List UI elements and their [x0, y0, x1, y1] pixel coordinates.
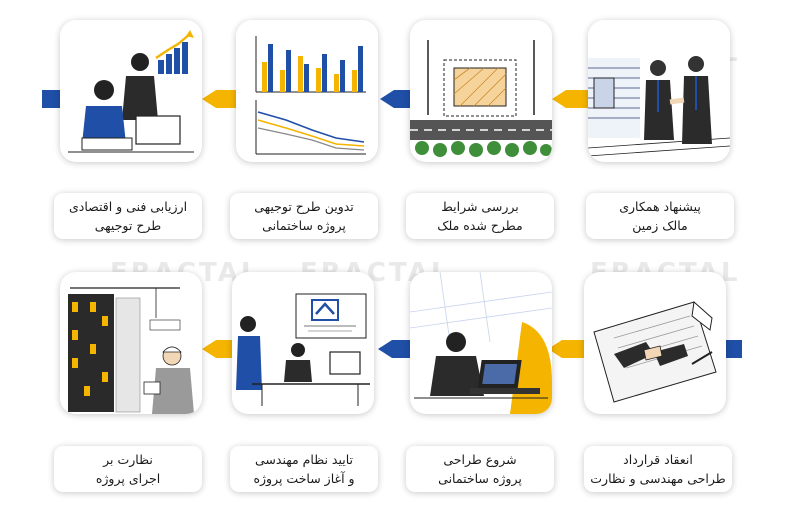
- chart-icon: [255, 36, 366, 155]
- laptop-icon: [410, 272, 552, 414]
- step-1-illustration: [588, 20, 730, 162]
- step-3-subtitle: پروژه ساختمانی: [262, 218, 346, 233]
- connector-arrow-3-4: [202, 90, 242, 108]
- connector-arrow-6-7: [378, 340, 418, 358]
- step-6-illustration: [410, 272, 552, 414]
- step-8-label: نظارت بر اجرای پروژه: [54, 446, 202, 492]
- handshake-icon: [588, 56, 730, 157]
- step-5-subtitle: طراحی مهندسی و نظارت: [590, 471, 726, 486]
- step-6-subtitle: پروژه ساختمانی: [438, 471, 522, 486]
- step-7-title: تایید نظام مهندسی: [255, 452, 354, 467]
- step-5-label: انعقاد قرارداد طراحی مهندسی و نظارت: [584, 446, 732, 492]
- step-3-illustration: [236, 20, 378, 162]
- step-3-title: تدوین طرح توجیهی: [254, 199, 354, 214]
- step-2-title: بررسی شرایط: [441, 199, 519, 214]
- step-6-label: شروع طراحی پروژه ساختمانی: [406, 446, 554, 492]
- step-5-title: انعقاد قرارداد: [623, 452, 693, 467]
- connector-arrow-1-2: [552, 90, 592, 108]
- step-3-label: تدوین طرح توجیهی پروژه ساختمانی: [230, 193, 378, 239]
- site-plan-icon: [410, 40, 552, 157]
- connector-arrow-5-6: [548, 340, 588, 358]
- step-8-subtitle: اجرای پروژه: [95, 471, 161, 486]
- step-2-illustration: [410, 20, 552, 162]
- step-4-illustration: [60, 20, 202, 162]
- construction-icon: [68, 287, 194, 414]
- step-5-illustration: [584, 272, 726, 414]
- step-7-label: تایید نظام مهندسی و آغاز ساخت پروژه: [230, 446, 378, 492]
- step-1-subtitle: مالک زمین: [632, 218, 688, 233]
- office-icon: [236, 293, 370, 406]
- step-7-subtitle: و آغاز ساخت پروژه: [253, 471, 355, 486]
- step-7-illustration: [232, 272, 374, 414]
- step-2-label: بررسی شرایط مطرح شده ملک: [406, 193, 554, 239]
- step-2-subtitle: مطرح شده ملک: [437, 218, 523, 233]
- step-6-title: شروع طراحی: [443, 452, 517, 467]
- step-4-subtitle: طرح توجیهی: [94, 218, 162, 233]
- step-8-illustration: [60, 272, 202, 414]
- step-1-label: پیشنهاد همکاری مالک زمین: [586, 193, 734, 239]
- step-1-title: پیشنهاد همکاری: [619, 199, 701, 214]
- contract-icon: [593, 301, 717, 403]
- step-4-label: ارزیابی فنی و اقتصادی طرح توجیهی: [54, 193, 202, 239]
- analysis-icon: [68, 30, 194, 153]
- step-8-title: نظارت بر: [103, 452, 153, 467]
- connector-left-edge: [42, 90, 62, 108]
- step-4-title: ارزیابی فنی و اقتصادی: [68, 199, 188, 214]
